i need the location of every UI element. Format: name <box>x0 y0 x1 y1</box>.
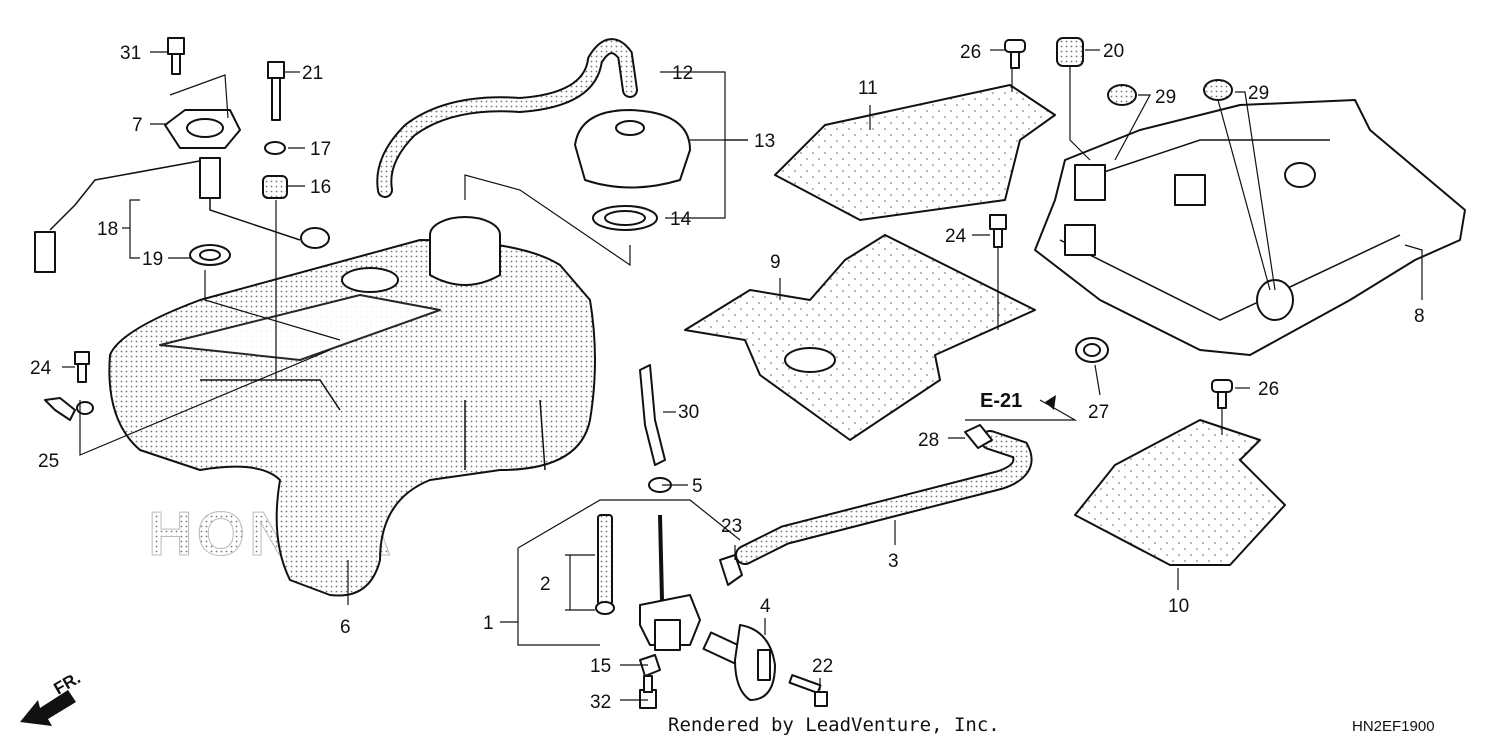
callout-9: 9 <box>770 252 781 273</box>
callout-16: 16 <box>310 177 331 198</box>
tank-tray-part-8[interactable] <box>1034 99 1466 356</box>
leader-lines <box>62 49 1423 701</box>
callout-3: 3 <box>888 551 899 572</box>
callout-7: 7 <box>132 115 143 136</box>
fuel-unit-part-18[interactable] <box>34 157 330 273</box>
callout-27: 27 <box>1088 402 1109 423</box>
diagram-code: HN2EF1900 <box>1352 718 1435 735</box>
clip-part-26-top[interactable] <box>1004 39 1026 69</box>
callout-29-left: 29 <box>1155 87 1176 108</box>
callout-20: 20 <box>1103 41 1124 62</box>
floor-mat-part-10[interactable] <box>1074 419 1286 566</box>
sender-set-plate-part-7[interactable] <box>164 109 241 149</box>
collar-part-17[interactable] <box>264 141 286 155</box>
callout-31: 31 <box>120 43 141 64</box>
callout-2: 2 <box>540 574 551 595</box>
bolt-part-31[interactable] <box>167 37 185 75</box>
fuel-tube-part-3[interactable] <box>735 430 1033 565</box>
front-direction-arrow: FR. <box>20 668 84 726</box>
sender-gasket-part-19[interactable] <box>189 244 231 266</box>
callout-23: 23 <box>721 516 742 537</box>
fuel-tank-part-6[interactable] <box>108 216 596 597</box>
callout-32: 32 <box>590 692 611 713</box>
callout-10: 10 <box>1168 596 1189 617</box>
clip-part-25[interactable] <box>44 397 94 421</box>
callout-11: 11 <box>858 78 878 99</box>
bracket-part-30[interactable] <box>639 364 666 466</box>
callout-12: 12 <box>672 63 693 84</box>
o-ring-part-15[interactable] <box>639 654 661 677</box>
floor-mat-part-11[interactable] <box>774 84 1056 221</box>
breather-hose-part-12[interactable] <box>376 38 638 198</box>
grommet-part-29-right[interactable] <box>1203 79 1233 101</box>
callout-24-left: 24 <box>30 358 52 379</box>
callout-6: 6 <box>340 617 351 638</box>
callout-28: 28 <box>918 430 939 451</box>
bolt-part-32[interactable] <box>639 675 657 709</box>
callout-25: 25 <box>38 451 59 472</box>
grommet-part-29-left[interactable] <box>1107 84 1137 106</box>
clip-part-26-right[interactable] <box>1211 379 1233 409</box>
callout-26-right: 26 <box>1258 379 1279 400</box>
callout-8: 8 <box>1414 306 1425 327</box>
callout-21: 21 <box>302 63 323 84</box>
rubber-mount-part-16[interactable] <box>262 175 288 199</box>
credit-text: Rendered by LeadVenture, Inc. <box>668 714 1000 736</box>
tube-clip-part-28[interactable] <box>964 424 993 449</box>
screw-part-22[interactable] <box>788 674 828 707</box>
callout-5: 5 <box>692 476 703 497</box>
valve-lever-part-23[interactable] <box>719 554 743 586</box>
callout-30: 30 <box>678 402 699 423</box>
callout-4: 4 <box>760 596 771 617</box>
band-clip-part-27[interactable] <box>1075 337 1109 363</box>
cap-gasket-part-14[interactable] <box>592 205 658 231</box>
callout-17: 17 <box>310 139 331 160</box>
callout-22: 22 <box>812 656 833 677</box>
callout-19: 19 <box>142 249 163 270</box>
callout-29-right: 29 <box>1248 83 1269 104</box>
callout-1: 1 <box>483 613 494 634</box>
bolt-part-24-right[interactable] <box>989 214 1007 248</box>
fuel-filler-cap-part-13[interactable] <box>574 109 691 189</box>
fuel-valve-knob-part-4[interactable] <box>702 624 776 701</box>
callout-26-top: 26 <box>960 42 981 63</box>
reference-e-21: E-21 <box>980 390 1022 412</box>
floor-mat-part-9[interactable] <box>684 234 1036 441</box>
callout-14: 14 <box>670 209 692 230</box>
bolt-part-21[interactable] <box>267 61 285 121</box>
bolt-part-24-left[interactable] <box>74 351 90 383</box>
grommet-part-20[interactable] <box>1056 37 1084 67</box>
callout-18: 18 <box>97 219 118 240</box>
callout-13: 13 <box>754 131 775 152</box>
callout-labels: 31 7 21 17 16 18 19 24 25 6 12 13 14 30 … <box>30 41 1425 713</box>
fuel-valve-body[interactable] <box>639 514 701 651</box>
front-label: FR. <box>51 668 84 698</box>
callout-24-right: 24 <box>945 226 967 247</box>
fuel-strainer-part-2[interactable] <box>595 514 615 615</box>
callout-15: 15 <box>590 656 611 677</box>
